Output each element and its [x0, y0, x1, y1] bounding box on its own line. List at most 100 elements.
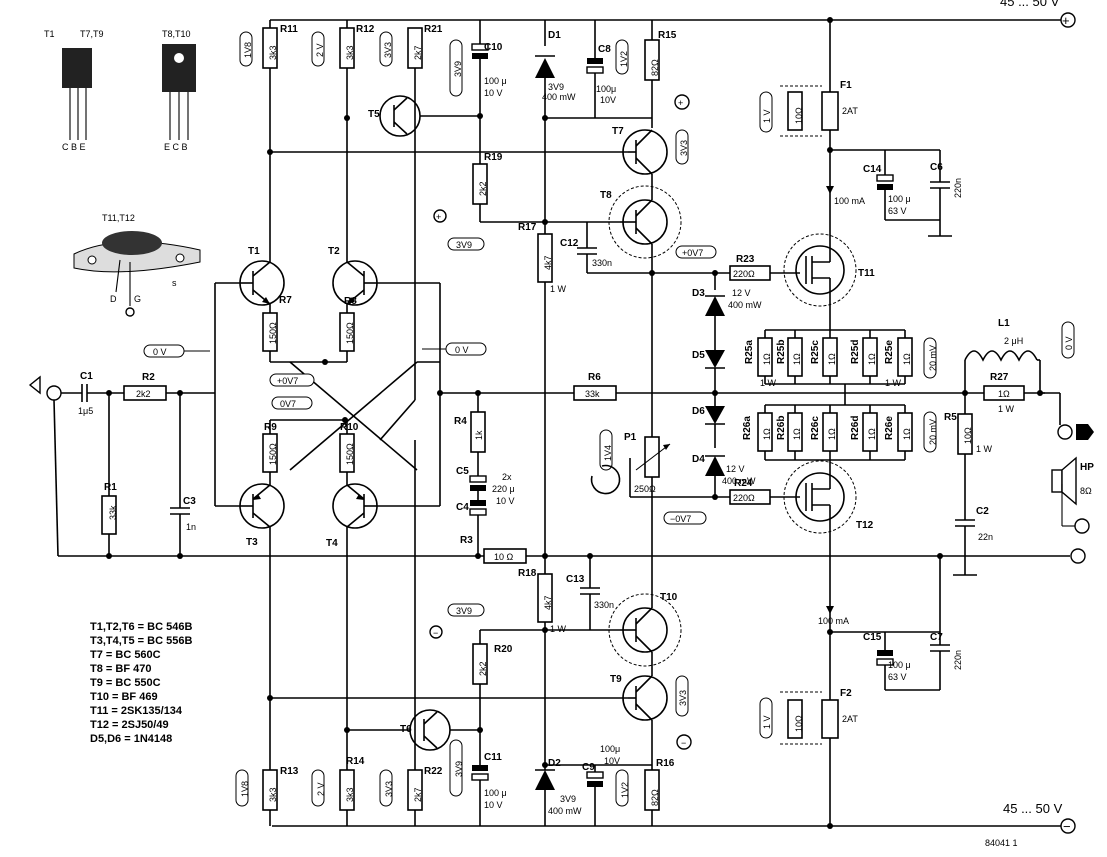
- t5-label: T5: [368, 109, 380, 120]
- v-0v7-stage: 0V7: [280, 399, 296, 409]
- c6-label: C6: [930, 162, 943, 173]
- c12-label: C12: [560, 238, 579, 249]
- r25b-label: R25b: [776, 340, 787, 364]
- r7-label: R7: [279, 295, 292, 306]
- c45-value-2: 220 μ: [492, 484, 515, 494]
- r26a-value: 1Ω: [762, 428, 772, 440]
- rotate-adjust-icon: [590, 464, 621, 495]
- v-1v2-top: 1V2: [619, 51, 629, 67]
- l1-value: 2 μH: [1004, 336, 1023, 346]
- t11-label: T11: [858, 268, 875, 279]
- l1-label: L1: [998, 318, 1010, 329]
- pin-s: s: [172, 278, 177, 288]
- r13-label: R13: [280, 766, 299, 777]
- t3-label: T3: [246, 537, 258, 548]
- r16-label: R16: [656, 758, 675, 769]
- r1-label: R1: [104, 482, 117, 493]
- c15-value-1: 100 μ: [888, 660, 911, 670]
- output-jack-icon: [1057, 424, 1073, 440]
- r4-label: R4: [454, 416, 467, 427]
- r21-value: 2k7: [413, 45, 423, 60]
- mosfet-t11: T11: [783, 233, 875, 307]
- current-upper: 100 mA: [834, 196, 865, 206]
- d4-value-2: 400 mW: [722, 476, 756, 486]
- r26c-value: 1Ω: [827, 428, 837, 440]
- output-network: L1 2 μH R27 1Ω 1 W 0 V HP 8Ω R5 10Ω 1 W …: [937, 318, 1094, 576]
- r18-value: 4k7: [543, 595, 553, 610]
- r25a-power: 1 W: [760, 378, 777, 388]
- t9-label: T9: [610, 674, 622, 685]
- r5-label: R5: [944, 412, 957, 423]
- v-0v-left: 0 V: [153, 347, 167, 357]
- plus-sign: +: [1062, 13, 1070, 28]
- input-section: C1 1μ5 R2 2k2 R1 33k C3 1n: [28, 371, 215, 559]
- c10-value-1: 100 μ: [484, 76, 507, 86]
- r17-label: R17: [518, 222, 537, 233]
- r20-label: R20: [494, 644, 513, 655]
- upper-drivers: T7 + 3V3 T8 +0V7 R17 4k7 1 W C12: [518, 94, 875, 556]
- v-1v4: 1V4: [603, 445, 613, 461]
- input-stage: T1 T2 T3 T4: [143, 20, 487, 826]
- r26e-label: R26e: [884, 416, 895, 440]
- r4-value: 1k: [474, 430, 484, 440]
- t4-label: T4: [326, 538, 338, 549]
- v-minus-0v7: −0V7: [670, 514, 691, 524]
- r26c-label: R26c: [810, 416, 821, 440]
- transistor-t10: T10: [608, 592, 682, 667]
- v-1v-bottom: 1 V: [762, 715, 772, 729]
- c11-value-2: 10 V: [484, 800, 503, 810]
- pinout-t11t12-label: T11,T12: [102, 213, 135, 223]
- d3-value-1: 12 V: [732, 288, 751, 298]
- hp-label: HP: [1080, 462, 1094, 473]
- r26d-value: 1Ω: [867, 428, 877, 440]
- f1-shunt-value: 10Ω: [794, 107, 804, 124]
- r20-value: 2k2: [478, 661, 488, 676]
- plus-sign-3v3: +: [678, 98, 683, 108]
- v-3v9-lower: 3V9: [456, 606, 472, 616]
- legend-line-4: T8 = BF 470: [90, 663, 151, 675]
- legend-line-9: D5,D6 = 1N4148: [90, 733, 172, 745]
- pinout-ecb: E C B: [164, 142, 188, 152]
- c10-value-2: 10 V: [484, 88, 503, 98]
- r25c-label: R25c: [810, 340, 821, 364]
- inductor-l1: [964, 350, 1038, 362]
- r25a-label: R25a: [744, 340, 755, 364]
- transistor-t5: T5: [368, 95, 480, 137]
- figure-number: 84041 1: [985, 838, 1018, 848]
- upper-supply: F1 2AT 1 V 10Ω 100 mA C14 100 μ 63 V C6 …: [759, 17, 963, 246]
- pinout-t8t10-label: T8,T10: [162, 29, 191, 39]
- r13-value: 3k3: [268, 787, 278, 802]
- v-20mv-upper: 20 mV: [928, 345, 938, 371]
- t12-label: T12: [856, 520, 874, 531]
- legend-line-3: T7 = BC 560C: [90, 649, 161, 661]
- f1-label: F1: [840, 80, 852, 91]
- r23-label: R23: [736, 254, 755, 265]
- c11-value-1: 100 μ: [484, 788, 507, 798]
- minus-sign-3v9: −: [433, 628, 438, 638]
- d4-label: D4: [692, 454, 705, 465]
- r26b-label: R26b: [776, 416, 787, 440]
- v-0v-right: 0 V: [455, 345, 469, 355]
- v-1v8-top: 1V8: [243, 42, 253, 58]
- v-3v3-top: 3V3: [383, 42, 393, 58]
- r6-value: 33k: [585, 389, 600, 399]
- pinout-drawings: T1 T7,T9 C B E T8,T10 E C B T11,T12 D G …: [44, 29, 201, 317]
- legend-line-7: T11 = 2SK135/134: [90, 705, 183, 717]
- c9-value-1: 100μ: [600, 744, 620, 754]
- r7-value: 150Ω: [268, 322, 278, 344]
- r21-label: R21: [424, 24, 443, 35]
- c14-value-1: 100 μ: [888, 194, 911, 204]
- positive-supply-terminal: [1060, 12, 1076, 28]
- r22-label: R22: [424, 766, 443, 777]
- t8-label: T8: [600, 190, 612, 201]
- r25e-value: 1Ω: [902, 353, 912, 365]
- r12-label: R12: [356, 24, 375, 35]
- r11-value: 3k3: [268, 45, 278, 60]
- c45-value-1: 2x: [502, 472, 512, 482]
- v-0v-output: 0 V: [1064, 336, 1074, 350]
- plus-sign-3v9: +: [436, 212, 441, 222]
- v-1v8-bottom: 1V8: [240, 781, 250, 797]
- v-1v2-bottom: 1V2: [620, 782, 630, 798]
- c11-label: C11: [484, 752, 502, 763]
